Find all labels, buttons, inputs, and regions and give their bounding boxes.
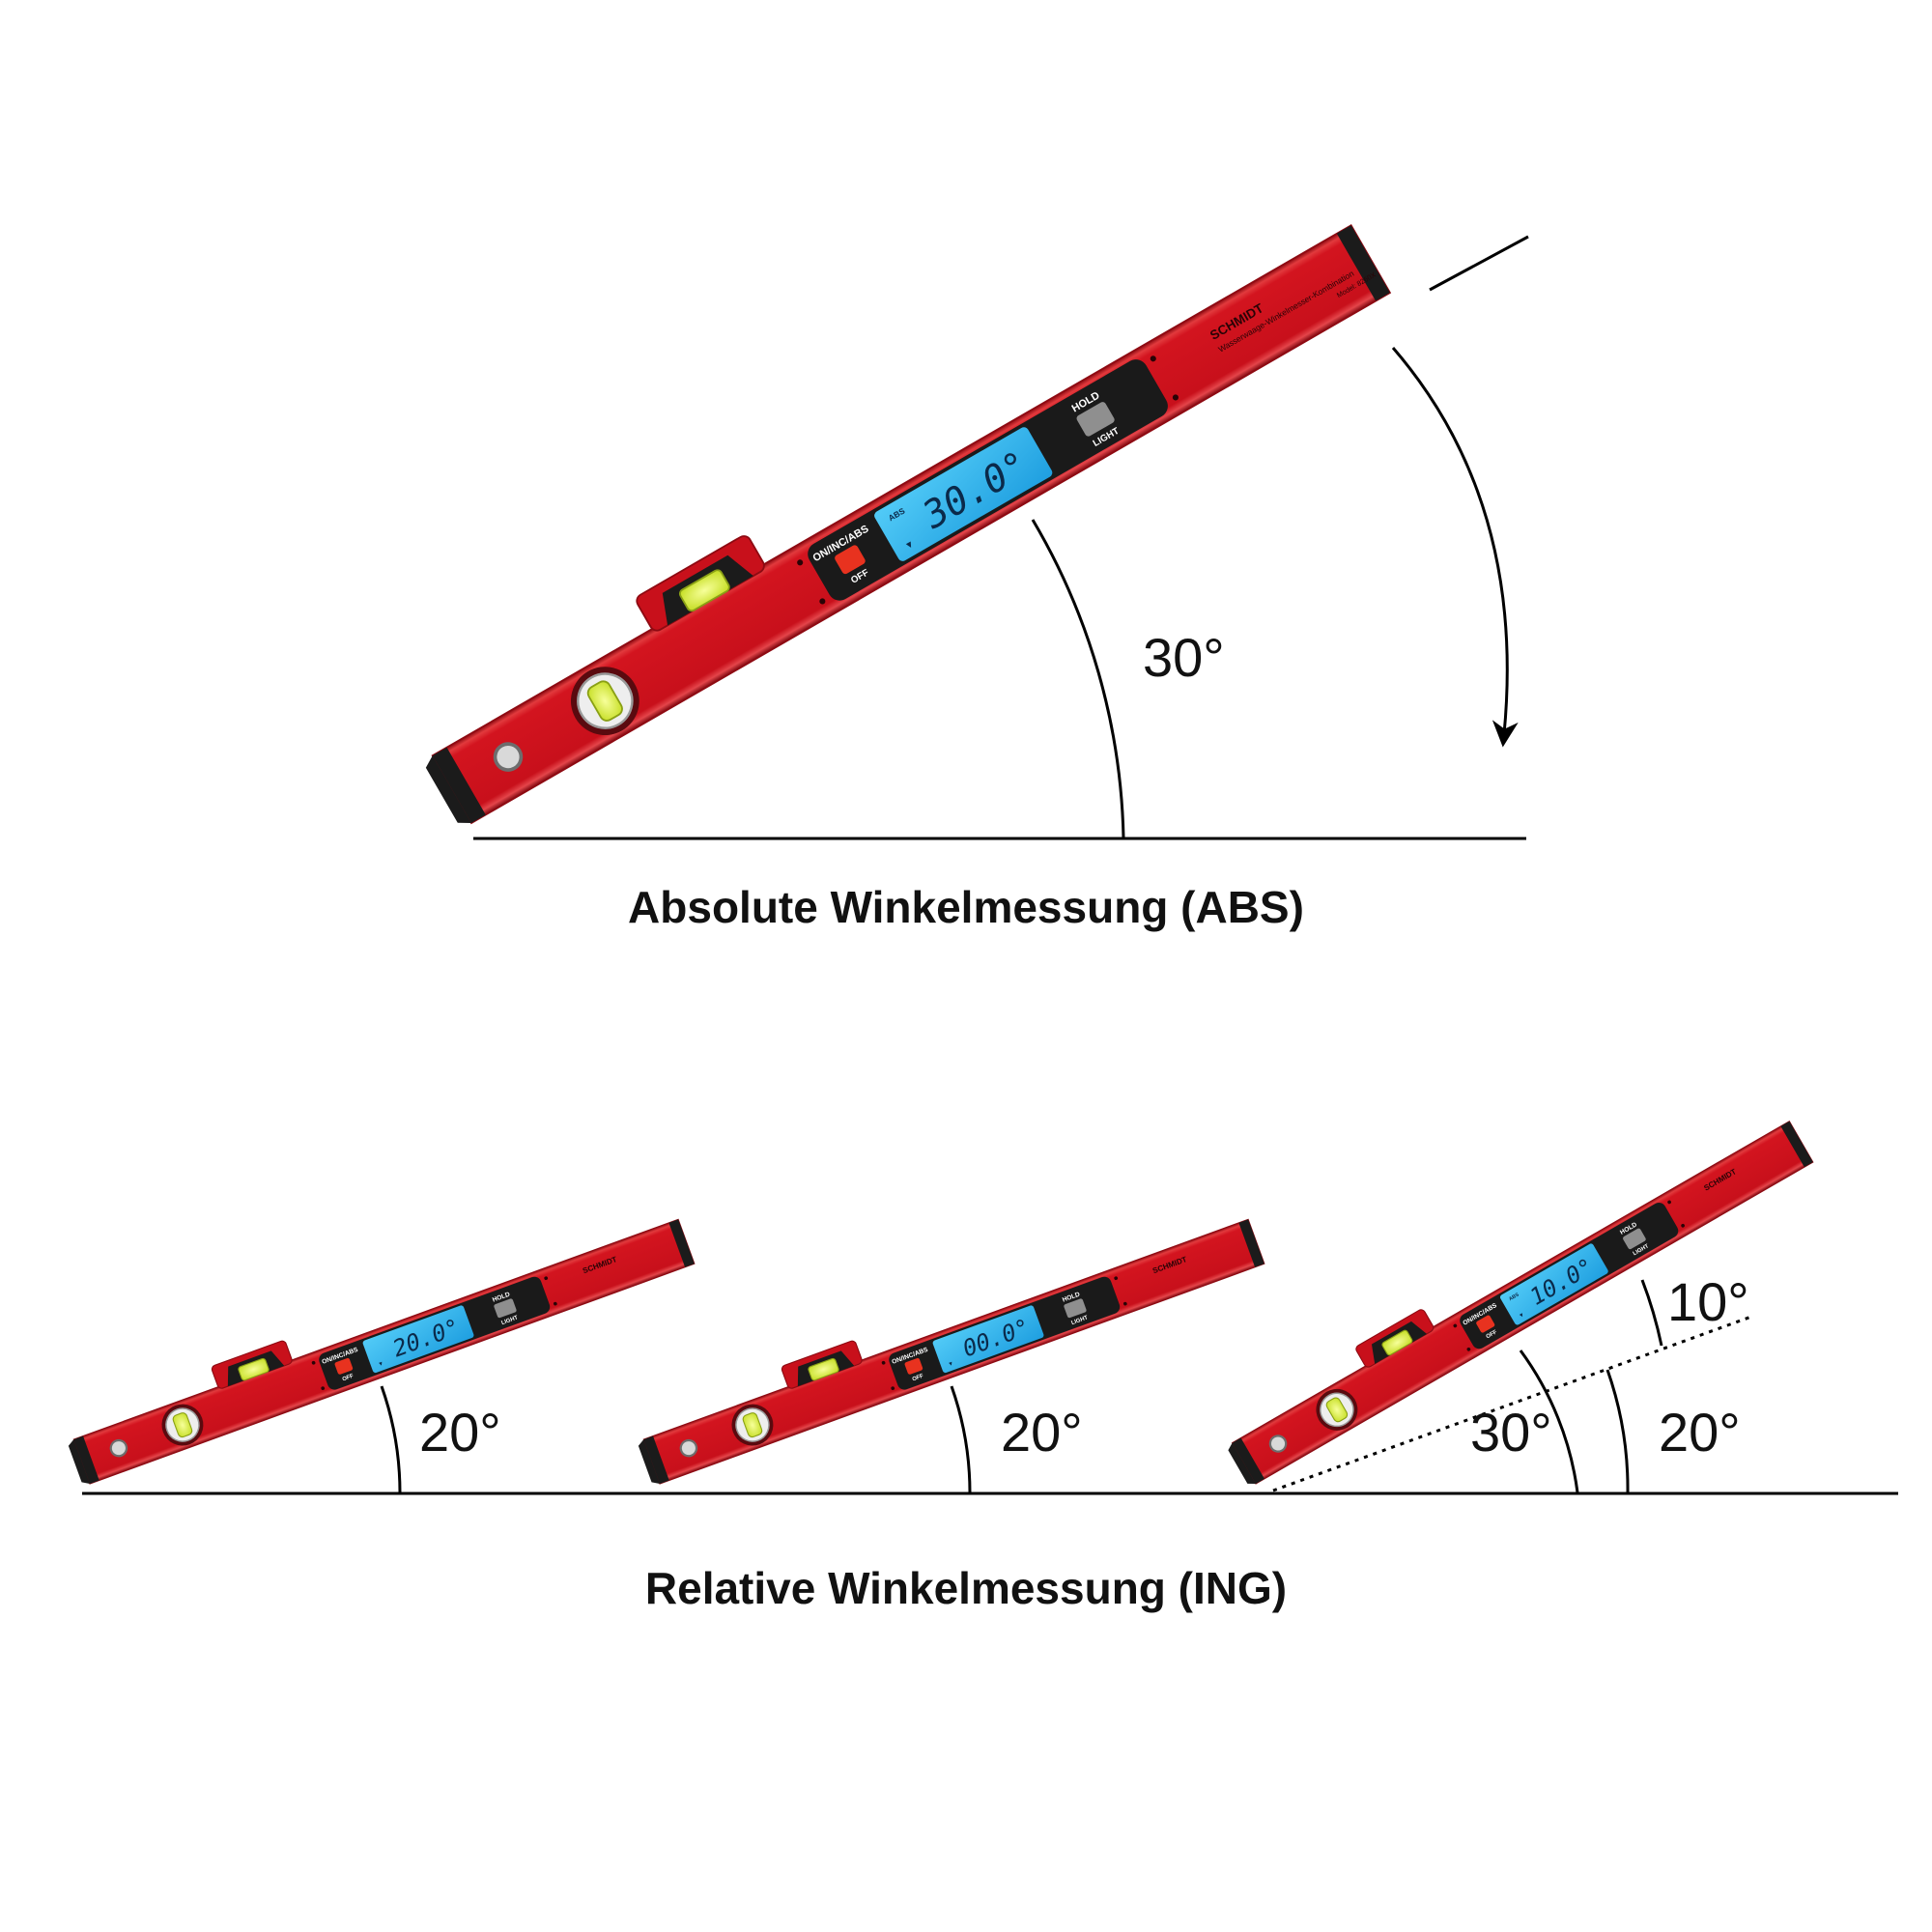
abs-incline-line: [1429, 235, 1529, 292]
inc-panel-3: 10° 30° 20° ON/INC/ABSOFFABS▼10.0°HOLDLI…: [1228, 1120, 1814, 1493]
level-end-cap-left-face: [432, 747, 486, 823]
lcd-arrow-icon: ▼: [903, 538, 917, 552]
abs-angle-arc: [1031, 519, 1125, 838]
level-end-cap-left-face: [73, 1435, 99, 1484]
light-label: LIGHT: [500, 1315, 519, 1326]
off-label: OFF: [1486, 1329, 1499, 1340]
screw-icon: [1122, 1301, 1127, 1306]
abs-rotation-arrow: [1391, 347, 1519, 748]
screw-icon: [321, 1386, 326, 1391]
screw-icon: [553, 1301, 557, 1306]
off-label: OFF: [342, 1374, 355, 1383]
lcd-screen: [1499, 1243, 1608, 1325]
light-label: LIGHT: [1070, 1315, 1089, 1326]
lcd-mode-indicator: ABS: [1508, 1292, 1520, 1302]
inc-panel-3-arc-20: [1605, 1369, 1630, 1493]
off-label: OFF: [912, 1374, 925, 1383]
level-end-cap-left-face: [1232, 1437, 1264, 1484]
abs-caption: Absolute Winkelmessung (ABS): [628, 882, 1304, 932]
level-end-cap-left: [425, 755, 471, 823]
screw-icon: [1172, 394, 1179, 401]
lcd-screen: [362, 1305, 474, 1374]
abs-angle-label: 30°: [1143, 627, 1225, 688]
inc-panel-3-arc-30: [1519, 1350, 1579, 1493]
inc-panel-2-angle-arc: [950, 1385, 972, 1493]
lcd-screen: [874, 427, 1053, 561]
level-end-cap-left: [638, 1439, 660, 1484]
screw-icon: [1667, 1200, 1671, 1205]
level-end-cap-right: [1336, 225, 1390, 301]
inc-panel-3-angle-label-10: 10°: [1667, 1271, 1749, 1332]
screw-icon: [1466, 1347, 1471, 1351]
inc-panel-3-angle-label-30: 30°: [1470, 1402, 1552, 1463]
abs-diagram: 30° ON/INC/ABSOFFABS▼30.0°HOLDLIGHTSCHMI…: [425, 224, 1529, 840]
inc-diagram: 20° ON/INC/ABSOFF▼20.0°HOLDLIGHTSCHMIDT …: [68, 1120, 1898, 1495]
lcd-screen: [932, 1305, 1044, 1374]
screw-icon: [819, 598, 826, 605]
screw-icon: [544, 1276, 549, 1281]
inc-panel-2-angle-label: 20°: [1001, 1402, 1083, 1463]
hang-hole-icon: [679, 1438, 698, 1458]
screw-icon: [797, 559, 804, 566]
inc-panel-1-angle-arc: [380, 1385, 402, 1493]
inc-panel-1-angle-label: 20°: [419, 1402, 501, 1463]
level-end-cap-right: [1238, 1219, 1264, 1267]
level-end-cap-left: [68, 1439, 90, 1484]
inc-panel-3-arc-10: [1640, 1279, 1663, 1347]
hang-hole-icon: [1268, 1435, 1288, 1453]
hang-hole-icon: [493, 742, 524, 772]
lcd-arrow-icon: ▼: [948, 1361, 955, 1369]
level-end-cap-left: [1228, 1442, 1256, 1484]
hang-hole-icon: [109, 1438, 128, 1458]
lcd-arrow-icon: ▼: [1518, 1312, 1525, 1320]
level-end-cap-right: [1780, 1121, 1813, 1168]
screw-icon: [1150, 355, 1156, 362]
inc-caption: Relative Winkelmessung (ING): [644, 1563, 1288, 1613]
inc-panel-3-reference-line: [1272, 1315, 1752, 1492]
level-end-cap-left-face: [643, 1435, 669, 1484]
abs-level-tool: ON/INC/ABSOFFABS▼30.0°HOLDLIGHTSCHMIDTWa…: [425, 224, 1392, 825]
level-end-cap-right: [668, 1219, 695, 1267]
screw-icon: [881, 1360, 886, 1365]
screw-icon: [891, 1386, 895, 1391]
inc-panel-3-angle-label-20: 20°: [1659, 1402, 1741, 1463]
screw-icon: [311, 1360, 316, 1365]
screw-icon: [1681, 1223, 1685, 1228]
lcd-arrow-icon: ▼: [378, 1361, 385, 1369]
screw-icon: [1453, 1323, 1458, 1328]
screw-icon: [1114, 1276, 1119, 1281]
